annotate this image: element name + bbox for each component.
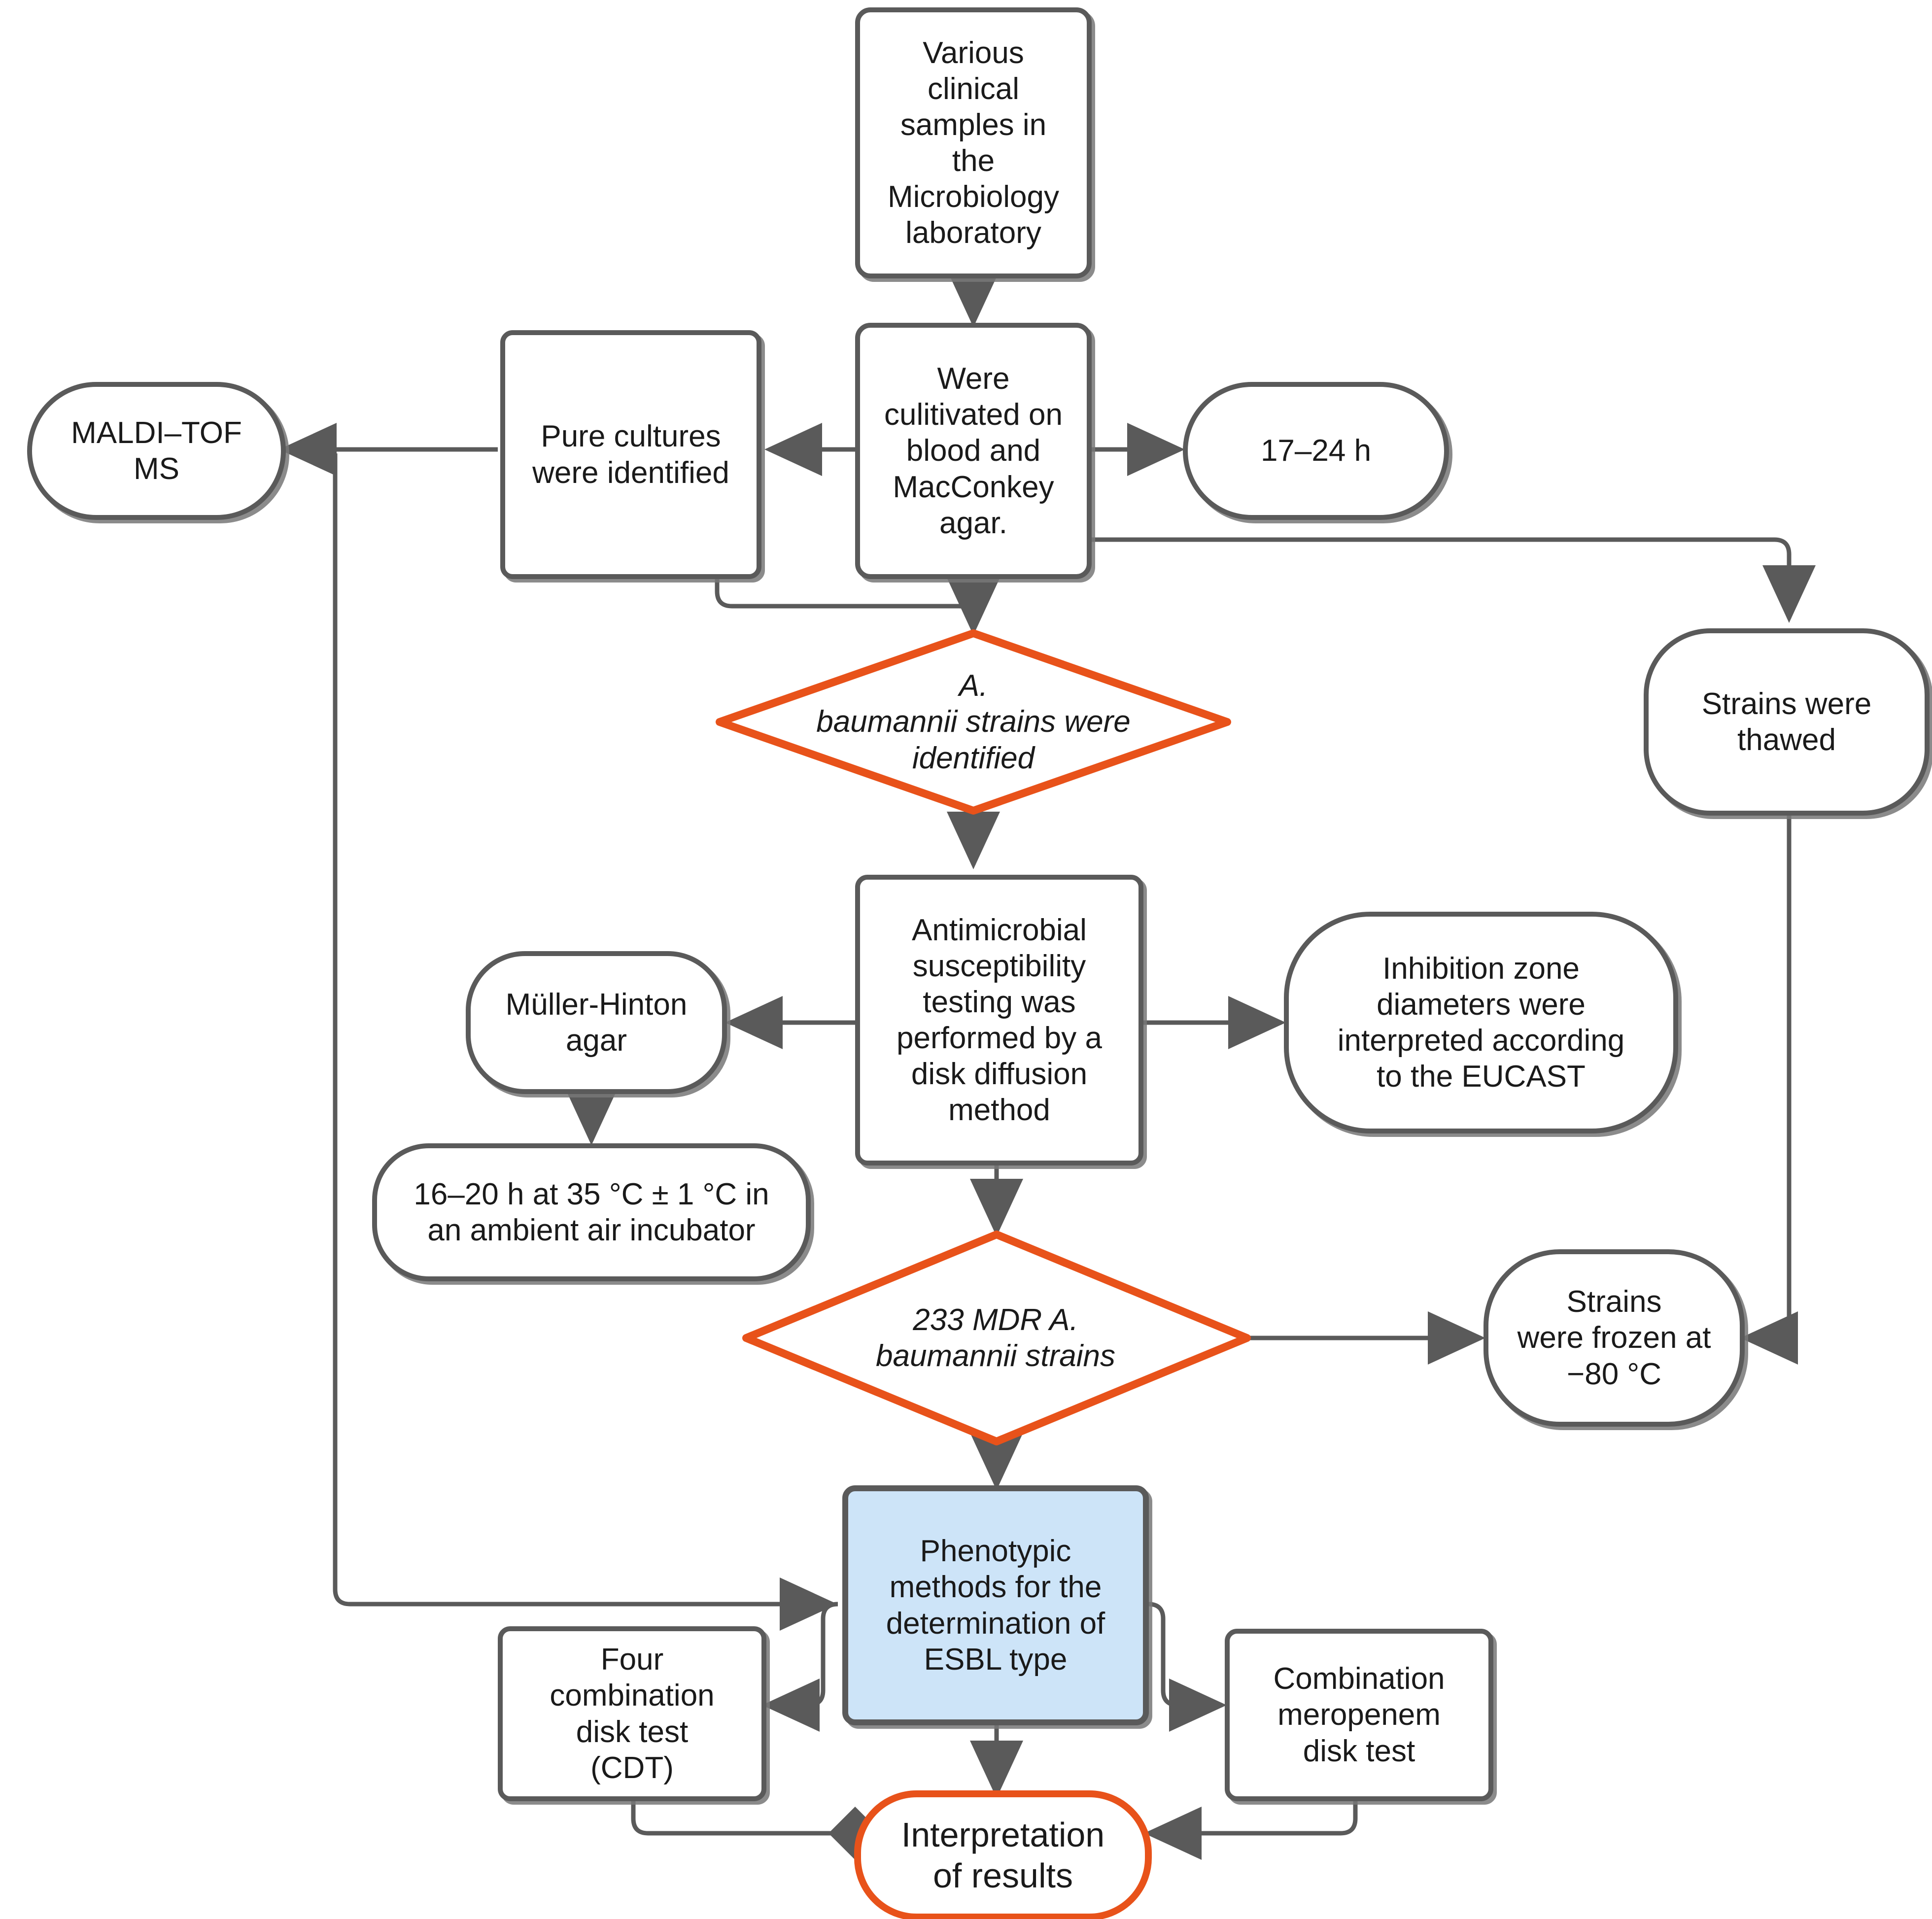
edge-pure-ident	[715, 577, 1000, 635]
node-frozen	[1484, 1249, 1745, 1427]
node-phenotypic	[842, 1485, 1149, 1725]
node-mdr-diamond	[742, 1231, 1251, 1445]
node-eucast	[1284, 912, 1678, 1133]
edge-phenotypic-meropenem	[1148, 1602, 1227, 1732]
node-thawed	[1644, 628, 1930, 816]
node-ast	[855, 875, 1143, 1165]
edge-phenotypic-cdt	[762, 1602, 838, 1732]
edge-thawed-frozen	[1740, 813, 1798, 1365]
edge-maldi-phenotypic	[333, 453, 837, 1631]
edge-cultivated-thawed	[1089, 537, 1816, 623]
node-cultivated	[855, 323, 1092, 579]
node-interpret	[854, 1790, 1152, 1919]
edge-cdt-interpret	[631, 1799, 882, 1860]
node-ident-diamond	[716, 629, 1231, 815]
edge-meropenem-interpret	[1144, 1799, 1358, 1860]
node-cdt	[498, 1626, 766, 1801]
node-meropenem	[1225, 1629, 1493, 1801]
node-samples	[855, 7, 1092, 278]
node-mueller	[466, 951, 727, 1094]
node-incubate	[372, 1143, 811, 1281]
node-pure	[500, 330, 761, 579]
node-hours17	[1183, 382, 1449, 520]
node-maldi	[27, 382, 286, 520]
